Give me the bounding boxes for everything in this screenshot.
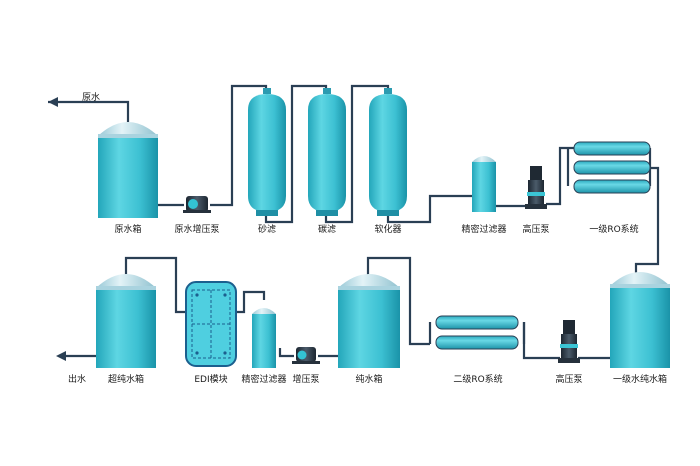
label-booster-pump: 增压泵 [292, 373, 319, 385]
label-edi-module: EDI模块 [194, 373, 227, 385]
sand-filter-vessel [248, 88, 286, 216]
precision-filter-2 [252, 308, 276, 368]
booster-pump [292, 347, 320, 364]
pipe-ro2-to-puretank [366, 256, 430, 346]
pipe-softener-to-filter [386, 194, 472, 224]
ro-system-2 [435, 315, 519, 350]
label-raw-pump: 原水增压泵 [174, 223, 219, 235]
outlet-arrow-icon [56, 351, 66, 361]
label-hp-pump-2: 高压泵 [555, 373, 582, 385]
hp-pump-2 [558, 320, 580, 363]
pipe-network [48, 84, 660, 360]
label-water-out: 出水 [68, 373, 86, 385]
stage1-pure-water-tank [610, 272, 670, 368]
label-stage1-pure-tank: 一级水纯水箱 [613, 373, 667, 385]
pipe-ro1-to-tank [634, 166, 660, 276]
edi-module [185, 281, 237, 367]
label-softener: 软化器 [374, 223, 401, 235]
precision-filter-1 [472, 156, 496, 212]
raw-water-pump [183, 196, 211, 213]
ultrapure-water-tank [96, 274, 156, 368]
pipe-carbon-to-softener [324, 84, 390, 224]
hp-pump-1 [525, 166, 547, 209]
pipe-hppump-to-ro1 [546, 146, 574, 206]
pipe-sand-to-carbon [264, 84, 328, 224]
label-sand-filter: 砂滤 [258, 223, 276, 235]
label-ro-stage-2: 二级RO系统 [453, 373, 502, 385]
label-precision-filter-2: 精密过滤器 [241, 373, 286, 385]
raw-water-tank [98, 122, 158, 218]
pipe-edi-to-ultrapure [124, 256, 186, 314]
label-precision-filter-1: 精密过滤器 [461, 223, 506, 235]
label-pure-tank: 纯水箱 [355, 373, 382, 385]
pipe-booster-to-filter2 [278, 348, 294, 358]
label-ultrapure-tank: 超纯水箱 [108, 373, 144, 385]
ro-system-1 [573, 141, 651, 194]
pure-water-tank [338, 274, 400, 368]
label-ro-stage-1: 一级RO系统 [589, 223, 638, 235]
label-raw-water-in: 原水 [82, 91, 100, 103]
pipe-hppump2-to-ro2 [522, 322, 560, 360]
label-hp-pump-1: 高压泵 [522, 223, 549, 235]
inlet-pipe [48, 100, 130, 122]
label-raw-tank: 原水箱 [114, 223, 141, 235]
carbon-filter-vessel [308, 88, 346, 216]
label-carbon-filter: 碳滤 [318, 223, 336, 235]
pipe-filter2-to-edi [236, 290, 266, 314]
softener-vessel [369, 88, 407, 216]
inlet-arrow-icon [48, 97, 58, 107]
